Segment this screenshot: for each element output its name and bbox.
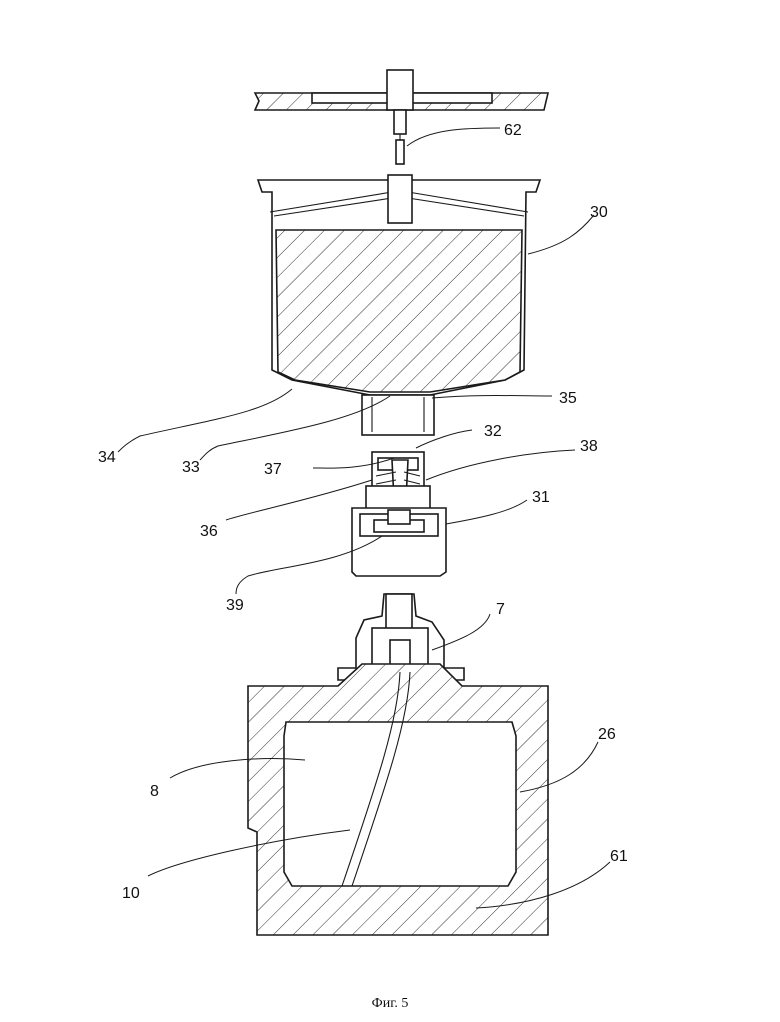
figure-caption: Фиг. 5 (0, 996, 780, 1012)
label-37: 37 (264, 461, 282, 478)
label-38: 38 (580, 438, 598, 455)
label-34: 34 (98, 449, 116, 466)
label-31: 31 (532, 489, 550, 506)
label-26: 26 (598, 726, 616, 743)
label-61: 61 (610, 848, 628, 865)
label-8: 8 (150, 783, 159, 800)
label-35: 35 (559, 390, 577, 407)
label-30: 30 (590, 204, 608, 221)
label-7: 7 (496, 601, 505, 618)
label-10: 10 (122, 885, 140, 902)
label-32: 32 (484, 423, 502, 440)
label-36: 36 (200, 523, 218, 540)
label-62: 62 (504, 122, 522, 139)
bottle-26 (248, 664, 548, 935)
top-plate (255, 70, 548, 164)
cap-31 (352, 508, 446, 576)
label-39: 39 (226, 597, 244, 614)
label-33: 33 (182, 459, 200, 476)
